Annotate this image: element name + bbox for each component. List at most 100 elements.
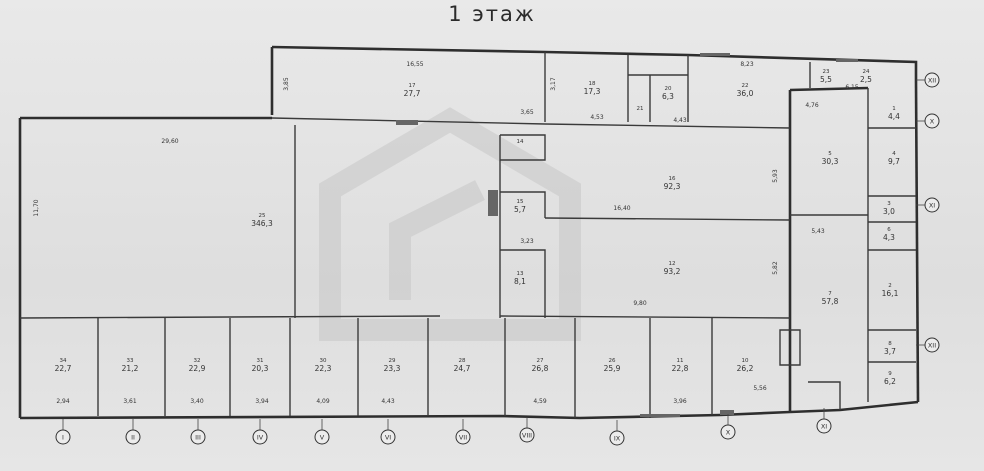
axis-label: III xyxy=(195,433,201,441)
room-area: 17,3 xyxy=(584,87,601,96)
room-number: 25 xyxy=(259,213,266,219)
dimension-label: 3,94 xyxy=(255,398,269,405)
interior-walls xyxy=(19,52,916,418)
room-number: 8 xyxy=(888,341,892,347)
room-area: 20,3 xyxy=(252,364,269,373)
axis-label: VI xyxy=(385,433,391,441)
room-number: 33 xyxy=(127,358,134,364)
room-number: 24 xyxy=(863,69,870,75)
dimension-label: 2,94 xyxy=(56,398,70,405)
room-area: 22,7 xyxy=(55,364,72,373)
room-number: 29 xyxy=(389,358,396,364)
axis-label: IV xyxy=(257,433,264,441)
room-number: 18 xyxy=(589,81,596,87)
axis-label: X xyxy=(726,428,731,436)
axis-label: V xyxy=(320,433,325,441)
room-area: 21,2 xyxy=(122,364,139,373)
dimension-label: 4,43 xyxy=(673,117,687,124)
dimension-label: 8,23 xyxy=(740,61,754,68)
dimension-label: 5,82 xyxy=(772,261,779,275)
axis-label: XI xyxy=(821,422,827,430)
axis-label: II xyxy=(131,433,135,441)
room-area: 24,7 xyxy=(454,364,471,373)
dimension-label: 3,17 xyxy=(550,77,557,91)
windows xyxy=(396,53,858,417)
dimension-label: 9,80 xyxy=(633,300,647,307)
axis-label: IX xyxy=(614,434,621,442)
dimension-labels: 16,5529,6016,4011,703,173,233,654,435,93… xyxy=(33,61,859,405)
room-area: 30,3 xyxy=(822,157,839,166)
room-number: 7 xyxy=(828,291,832,297)
watermark xyxy=(319,107,581,341)
room-number: 4 xyxy=(892,151,896,157)
dimension-label: 5,43 xyxy=(811,228,825,235)
axis-label: VII xyxy=(459,433,467,441)
room-area: 6,3 xyxy=(662,92,674,101)
room-area: 3,0 xyxy=(883,207,895,216)
room-area: 4,4 xyxy=(888,112,900,121)
room-number: 16 xyxy=(669,176,676,182)
dimension-label: 5,93 xyxy=(772,169,779,183)
room-area: 36,0 xyxy=(737,89,754,98)
room-number: 21 xyxy=(637,106,644,112)
dimension-label: 3,61 xyxy=(123,398,137,405)
room-number: 32 xyxy=(194,358,201,364)
room-area: 2,5 xyxy=(860,75,872,84)
room-number: 12 xyxy=(669,261,676,267)
axis-label: X xyxy=(930,117,935,125)
dimension-label: 4,09 xyxy=(316,398,330,405)
dimension-label: 3,65 xyxy=(520,109,534,116)
room-number: 22 xyxy=(742,83,749,89)
room-area: 346,3 xyxy=(251,219,273,228)
room-number: 23 xyxy=(823,69,830,75)
dimension-label: 4,53 xyxy=(590,114,604,121)
room-area: 92,3 xyxy=(664,182,681,191)
page-title: 1 этаж xyxy=(448,2,536,26)
axis-label: XII xyxy=(928,76,936,84)
room-number: 30 xyxy=(320,358,327,364)
room-number: 1 xyxy=(892,106,896,112)
room-number: 17 xyxy=(409,83,416,89)
room-area: 5,5 xyxy=(820,75,832,84)
room-number: 26 xyxy=(609,358,616,364)
dimension-label: 16,55 xyxy=(406,61,423,68)
room-area: 8,1 xyxy=(514,277,526,286)
room-number: 10 xyxy=(742,358,749,364)
dimension-label: 3,85 xyxy=(283,77,290,91)
axis-label: VIII xyxy=(522,431,532,439)
dimension-label: 3,23 xyxy=(520,238,534,245)
dimension-label: 16,40 xyxy=(613,205,630,212)
room-area: 57,8 xyxy=(822,297,839,306)
dimension-label: 6,15 xyxy=(845,84,859,91)
axis-label: I xyxy=(62,433,64,441)
room-area: 22,9 xyxy=(189,364,206,373)
room-area: 26,2 xyxy=(737,364,754,373)
room-area: 26,8 xyxy=(532,364,549,373)
room-area: 3,7 xyxy=(884,347,896,356)
room-area: 6,2 xyxy=(884,377,896,386)
room-number: 3 xyxy=(887,201,891,207)
room-number: 5 xyxy=(828,151,832,157)
room-number: 14 xyxy=(517,139,524,145)
room-number: 2 xyxy=(888,283,892,289)
room-number: 13 xyxy=(517,271,524,277)
axis-label: XII xyxy=(928,341,936,349)
room-area: 25,9 xyxy=(604,364,621,373)
room-area: 22,8 xyxy=(672,364,689,373)
room-area: 4,3 xyxy=(883,233,895,242)
room-area: 5,7 xyxy=(514,205,526,214)
dimension-label: 3,96 xyxy=(673,398,687,405)
room-area: 9,7 xyxy=(888,157,900,166)
dimension-label: 3,40 xyxy=(190,398,204,405)
room-number: 27 xyxy=(537,358,544,364)
room-number: 11 xyxy=(677,358,684,364)
room-number: 34 xyxy=(60,358,67,364)
room-number: 28 xyxy=(459,358,466,364)
axis-label: XI xyxy=(929,201,935,209)
room-number: 31 xyxy=(257,358,264,364)
room-number: 9 xyxy=(888,371,892,377)
